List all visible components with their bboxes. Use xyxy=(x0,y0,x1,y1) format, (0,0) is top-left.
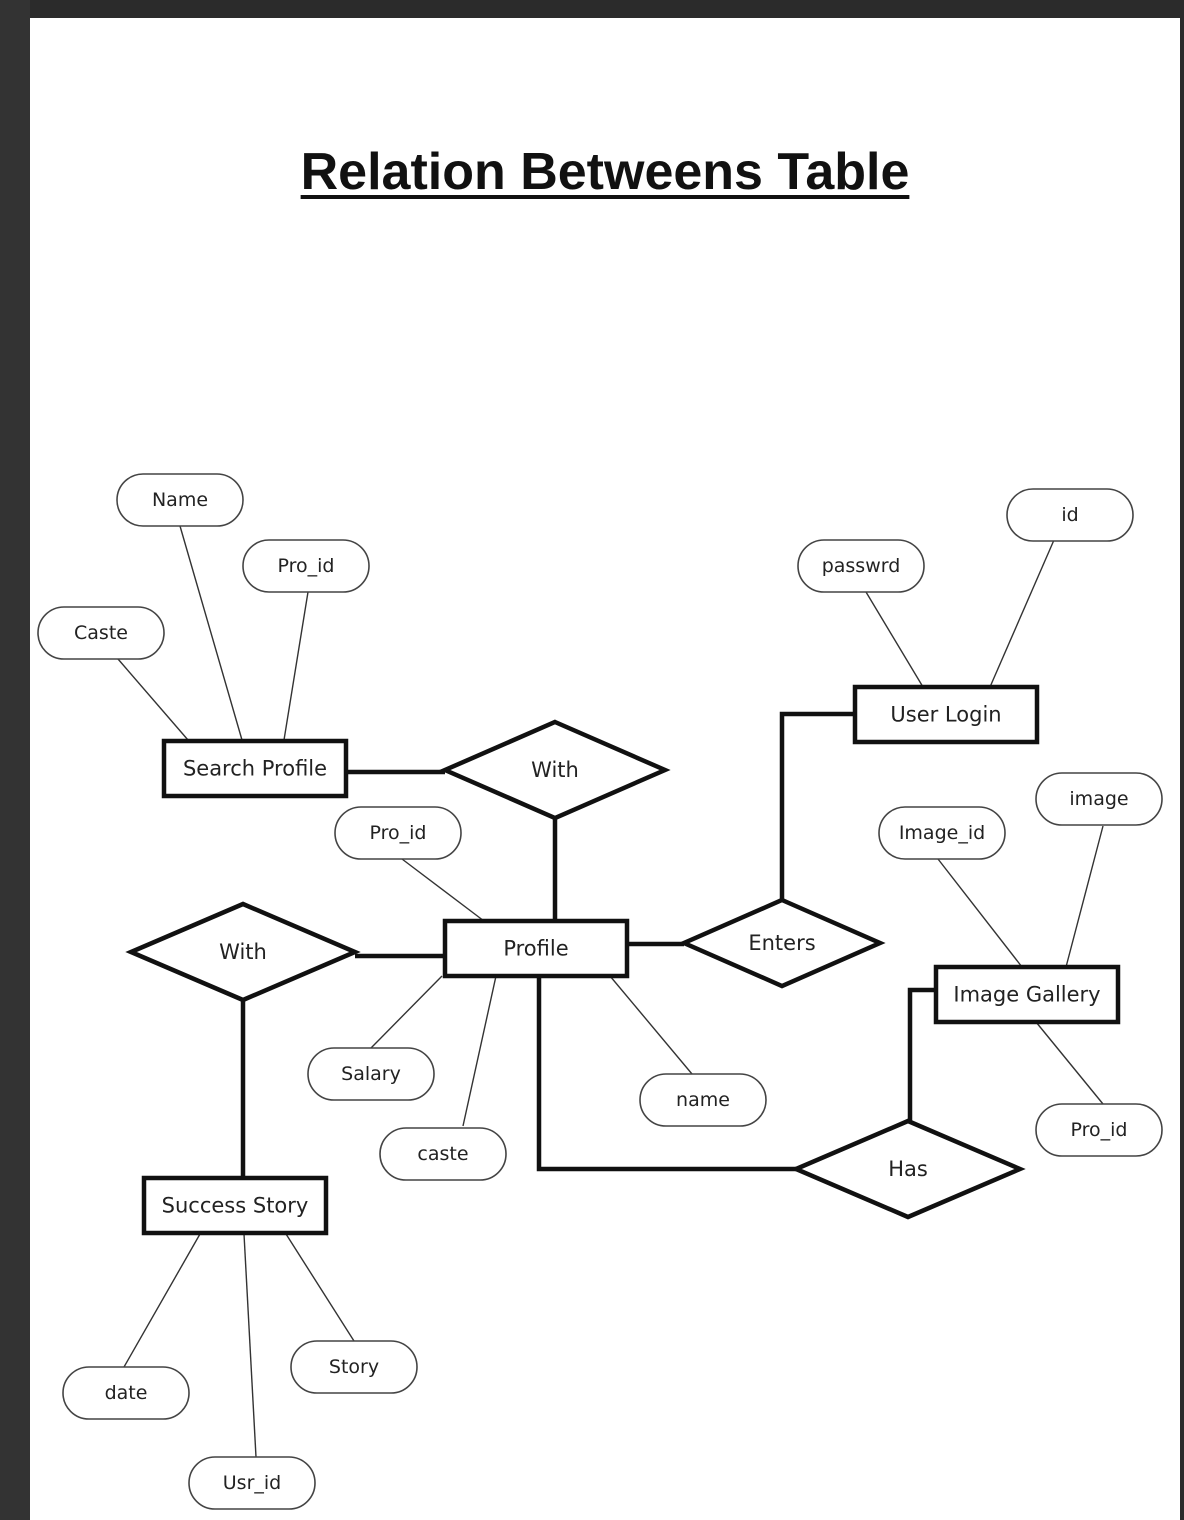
attribute-link-ig-pro-id xyxy=(1035,1021,1104,1105)
attribute-shape xyxy=(290,1340,418,1394)
attribute-shape xyxy=(1035,772,1163,826)
attribute-sp-pro-id: Pro_id xyxy=(242,539,370,593)
attribute-link-ss-usr-id xyxy=(243,1233,257,1458)
entity-label: Success Story xyxy=(162,1194,309,1218)
attribute-shape xyxy=(1035,1103,1163,1157)
attribute-link-ul-passwrd xyxy=(865,591,924,688)
attribute-label: id xyxy=(1061,504,1078,526)
attribute-label: passwrd xyxy=(822,555,901,577)
attribute-label: Pro_id xyxy=(1071,1119,1128,1141)
attribute-ss-date: date xyxy=(62,1366,190,1420)
attribute-sp-caste: Caste xyxy=(37,606,165,660)
relationship-label: Enters xyxy=(748,931,815,955)
attribute-shape xyxy=(1006,488,1134,542)
relationship-with-top: With xyxy=(439,719,671,821)
relationship-with-left: With xyxy=(125,901,361,1003)
attribute-shape xyxy=(37,606,165,660)
attribute-shape xyxy=(379,1127,507,1181)
attribute-ss-usr-id: Usr_id xyxy=(188,1456,316,1510)
attribute-ul-passwrd: passwrd xyxy=(797,539,925,593)
attribute-ul-id: id xyxy=(1006,488,1134,542)
attribute-link-sp-caste xyxy=(117,658,189,741)
attribute-label: Image_id xyxy=(899,822,985,844)
entity-shape xyxy=(933,964,1121,1025)
attribute-shape xyxy=(797,539,925,593)
entity-label: User Login xyxy=(890,703,1001,727)
has-to-image-gallery-link xyxy=(907,987,936,1121)
attribute-label: name xyxy=(676,1089,730,1111)
entity-image-gallery: Image Gallery xyxy=(933,964,1121,1025)
attribute-link-p-salary xyxy=(370,975,443,1049)
relationship-shape xyxy=(439,719,671,821)
attribute-sp-name: Name xyxy=(116,473,244,527)
attribute-label: Salary xyxy=(341,1063,401,1085)
relationship-shape xyxy=(125,901,361,1003)
attribute-label: image xyxy=(1069,788,1128,810)
attribute-link-sp-pro-id xyxy=(283,591,309,741)
relationship-label: With xyxy=(219,940,267,964)
attribute-ig-image-id: Image_id xyxy=(878,806,1006,860)
attribute-shape xyxy=(62,1366,190,1420)
entity-label: Image Gallery xyxy=(953,983,1100,1007)
attribute-ig-image: image xyxy=(1035,772,1163,826)
entity-shape xyxy=(442,918,630,979)
relationship-shape xyxy=(678,897,886,989)
attribute-shape xyxy=(242,539,370,593)
attribute-p-salary: Salary xyxy=(307,1047,435,1101)
entity-label: Search Profile xyxy=(183,757,327,781)
attribute-ss-story: Story xyxy=(290,1340,418,1394)
attribute-label: Pro_id xyxy=(370,822,427,844)
relationship-shape xyxy=(790,1118,1026,1220)
attribute-ig-pro-id: Pro_id xyxy=(1035,1103,1163,1157)
relationship-enters: Enters xyxy=(678,897,886,989)
er-diagram: NamePro_idCastepasswrdidPro_idSalarycast… xyxy=(37,473,1163,1510)
relationship-label: Has xyxy=(888,1157,928,1181)
entity-profile: Profile xyxy=(442,918,630,979)
attribute-link-ig-image xyxy=(1065,825,1104,968)
profile-to-has-link xyxy=(536,976,796,1172)
attribute-shape xyxy=(334,806,462,860)
attribute-link-p-name xyxy=(609,975,693,1075)
attribute-label: Caste xyxy=(74,622,128,644)
attribute-link-ss-date xyxy=(123,1233,201,1368)
attribute-p-caste: caste xyxy=(379,1127,507,1181)
attribute-shape xyxy=(116,473,244,527)
attribute-link-ul-id xyxy=(989,539,1055,688)
relationship-has: Has xyxy=(790,1118,1026,1220)
attribute-shape xyxy=(639,1073,767,1127)
attribute-shape xyxy=(307,1047,435,1101)
attribute-label: caste xyxy=(417,1143,468,1165)
attribute-label: Pro_id xyxy=(278,555,335,577)
attribute-label: Name xyxy=(152,489,208,511)
attribute-link-p-pro-id xyxy=(401,858,485,922)
attribute-label: Usr_id xyxy=(223,1472,281,1494)
entity-shape xyxy=(852,684,1040,745)
entity-label: Profile xyxy=(503,937,568,961)
entity-success-story: Success Story xyxy=(141,1175,329,1236)
attribute-link-sp-name xyxy=(179,525,243,741)
attribute-link-ss-story xyxy=(285,1233,355,1342)
attribute-shape xyxy=(878,806,1006,860)
relationship-label: With xyxy=(531,758,579,782)
attribute-shape xyxy=(188,1456,316,1510)
entity-user-login: User Login xyxy=(852,684,1040,745)
page-title: Relation Betweens Table xyxy=(300,143,910,201)
attribute-link-p-caste xyxy=(462,975,497,1127)
side-panel xyxy=(0,0,30,1520)
enters-to-user-login-link xyxy=(779,711,855,900)
attribute-label: Story xyxy=(329,1356,379,1378)
entity-shape xyxy=(141,1175,329,1236)
attribute-p-name: name xyxy=(639,1073,767,1127)
entity-search-profile: Search Profile xyxy=(161,738,349,799)
attribute-link-ig-image-id xyxy=(937,858,1023,968)
attribute-label: date xyxy=(105,1382,148,1404)
entity-shape xyxy=(161,738,349,799)
attribute-p-pro-id: Pro_id xyxy=(334,806,462,860)
